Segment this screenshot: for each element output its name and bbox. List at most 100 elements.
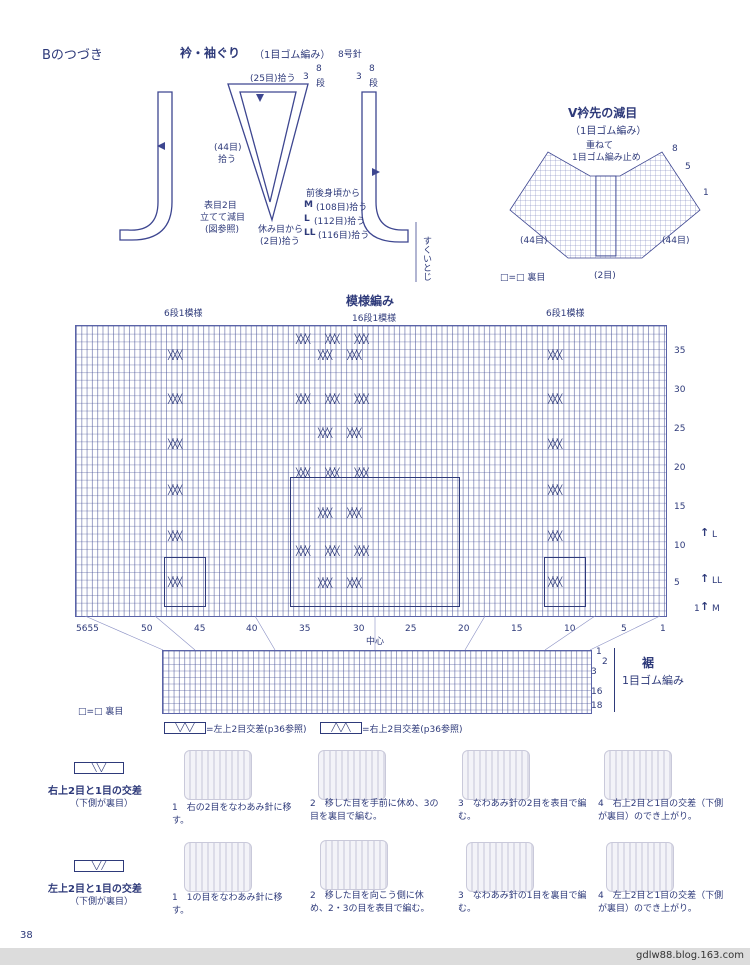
vneck-title: V衿先の減目	[568, 106, 638, 120]
col-label: 30	[353, 624, 365, 634]
size-marker-l: ↑	[700, 526, 710, 539]
top-pick-label: (25目)拾う	[250, 74, 296, 84]
left-step-3: 3 なわあみ針の1目を裏目で編む。	[458, 891, 587, 914]
size-marker-ll: ↑	[700, 572, 710, 585]
step-illustration	[604, 750, 672, 800]
cable-cross: ╳╳╳	[168, 395, 182, 405]
neck-title: 衿・袖ぐり	[180, 46, 241, 60]
vneck-row-1: 1	[703, 188, 709, 198]
vneck-note-b: 1目ゴム編み止め	[572, 153, 641, 163]
size-ll: LL	[304, 228, 316, 238]
neck-subtitle: （1目ゴム編み）	[254, 50, 331, 61]
cable-cross: ╳╳╳	[548, 351, 562, 361]
left-cross-subtitle: （下側が裏目）	[70, 897, 134, 907]
size-marker-l-label: L	[712, 530, 718, 540]
repeat-left: 6段1模様	[164, 309, 203, 319]
body-pick-label: 前後身頃から	[306, 189, 361, 199]
site-watermark: gdlw88.blog.163.com	[636, 950, 744, 961]
vneck-row-8: 8	[672, 144, 678, 154]
repeat-center: 16段1模様	[352, 314, 397, 324]
left-cross-title: 左上2目と1目の交差	[48, 884, 142, 895]
step-illustration	[184, 750, 252, 800]
left-step-1: 1 1の目をなわあみ針に移す。	[172, 893, 283, 916]
pattern-grid	[75, 325, 667, 617]
decrease-note-c: (図参照)	[205, 225, 240, 235]
step-illustration	[466, 842, 534, 892]
left-cross-symbol: ╲╱╱	[74, 860, 124, 872]
purl-legend: □=□ 裏目	[78, 707, 124, 717]
side-pick-b: 拾う	[218, 155, 237, 165]
cable-cross: ╳╳╳ ╳╳╳ ╳╳╳	[296, 395, 369, 405]
hem-row: 3	[591, 667, 597, 677]
cross-left-legend: =左上2目交差(p36参照)	[206, 725, 307, 735]
size-marker-m-label: M	[712, 604, 720, 614]
row-label: 15	[674, 502, 686, 512]
cable-cross: ╳╳╳	[548, 532, 562, 542]
row-label: 1	[694, 604, 700, 614]
hem-row: 18	[591, 701, 603, 711]
needle-size: 8号針	[338, 50, 362, 60]
vneck-center-count: (2目)	[594, 271, 616, 281]
right-step-4: 4 右上2目と1目の交差（下側が裏目）のでき上がり。	[598, 799, 724, 822]
cable-cross: ╳╳╳ ╳╳╳	[318, 351, 362, 361]
cable-cross: ╳╳╳	[548, 578, 562, 588]
size-marker-ll-label: LL	[712, 576, 723, 586]
vneck-legend: □=□ 裏目	[500, 273, 546, 283]
vneck-decrease-chart	[509, 151, 701, 259]
cable-cross: ╳╳╳ ╳╳╳	[318, 429, 362, 439]
cable-cross: ╳╳╳ ╳╳╳	[318, 509, 362, 519]
cross-right-legend: =右上2目交差(p36参照)	[362, 725, 463, 735]
bind-off-note: すくいとじ	[421, 236, 431, 281]
size-m-value: (108目)拾う	[316, 203, 368, 213]
col-label: 35	[299, 624, 311, 634]
size-m: M	[304, 200, 313, 210]
size-marker-m: ↑	[700, 600, 710, 613]
col-label: 45	[194, 624, 206, 634]
cable-cross: ╳╳╳	[168, 440, 182, 450]
decrease-note-a: 表目2目	[204, 201, 237, 211]
row-label: 5	[674, 578, 680, 588]
repeat-box-right	[544, 557, 586, 607]
right-step-1: 1 右の2目をなわあみ針に移す。	[172, 803, 292, 826]
row-label: 20	[674, 463, 686, 473]
left-step-2: 2 移した目を向こう側に休め、2・3の目を表目で編む。	[310, 891, 430, 914]
rest-stitch-b: (2目)拾う	[260, 237, 300, 247]
col-label: 5655	[76, 624, 99, 634]
hem-guide-lines	[84, 616, 661, 651]
hem-row: 1	[596, 647, 602, 657]
rows-unit-2: 段	[369, 79, 379, 89]
right-cross-title: 右上2目と1目の交差	[48, 786, 142, 797]
left-3-label: 3	[303, 72, 309, 82]
size-l: L	[304, 214, 310, 224]
col-label: 20	[458, 624, 470, 634]
cable-cross: ╳╳╳ ╳╳╳ ╳╳╳	[296, 335, 369, 345]
hem-subtitle: 1目ゴム編み	[622, 674, 684, 687]
rows-unit-1: 段	[316, 79, 326, 89]
left-step-4: 4 左上2目と1目の交差（下側が裏目）のでき上がり。	[598, 891, 724, 914]
col-label: 50	[141, 624, 153, 634]
size-l-value: (112目)拾う	[314, 217, 366, 227]
vneck-note-a: 重ねて	[586, 141, 614, 151]
footer-bar	[0, 948, 750, 965]
cable-cross: ╳╳╳	[168, 578, 182, 588]
hem-ribbing-grid	[162, 650, 592, 714]
vneck-right-count: (44目)	[662, 236, 690, 246]
hem-row: 2	[602, 657, 608, 667]
repeat-box-center	[290, 477, 460, 607]
row-label: 35	[674, 346, 686, 356]
col-label: 1	[660, 624, 666, 634]
cable-cross: ╳╳╳ ╳╳╳	[318, 579, 362, 589]
vneck-row-5: 5	[685, 162, 691, 172]
neck-armhole-schematic	[119, 83, 417, 282]
col-label: 15	[511, 624, 523, 634]
cable-cross: ╳╳╳	[168, 532, 182, 542]
rest-stitch-a: 休み目から	[258, 225, 304, 235]
repeat-right: 6段1模様	[546, 309, 585, 319]
cable-cross: ╳╳╳	[168, 486, 182, 496]
cable-cross: ╳╳╳	[548, 486, 562, 496]
rows-label-1: 8	[316, 64, 322, 74]
hem-bracket	[614, 648, 615, 712]
right-step-2: 2 移した目を手前に休め、3の目を裏目で編む。	[310, 799, 439, 822]
cable-cross: ╳╳╳	[548, 440, 562, 450]
size-ll-value: (116目)拾う	[318, 231, 370, 241]
